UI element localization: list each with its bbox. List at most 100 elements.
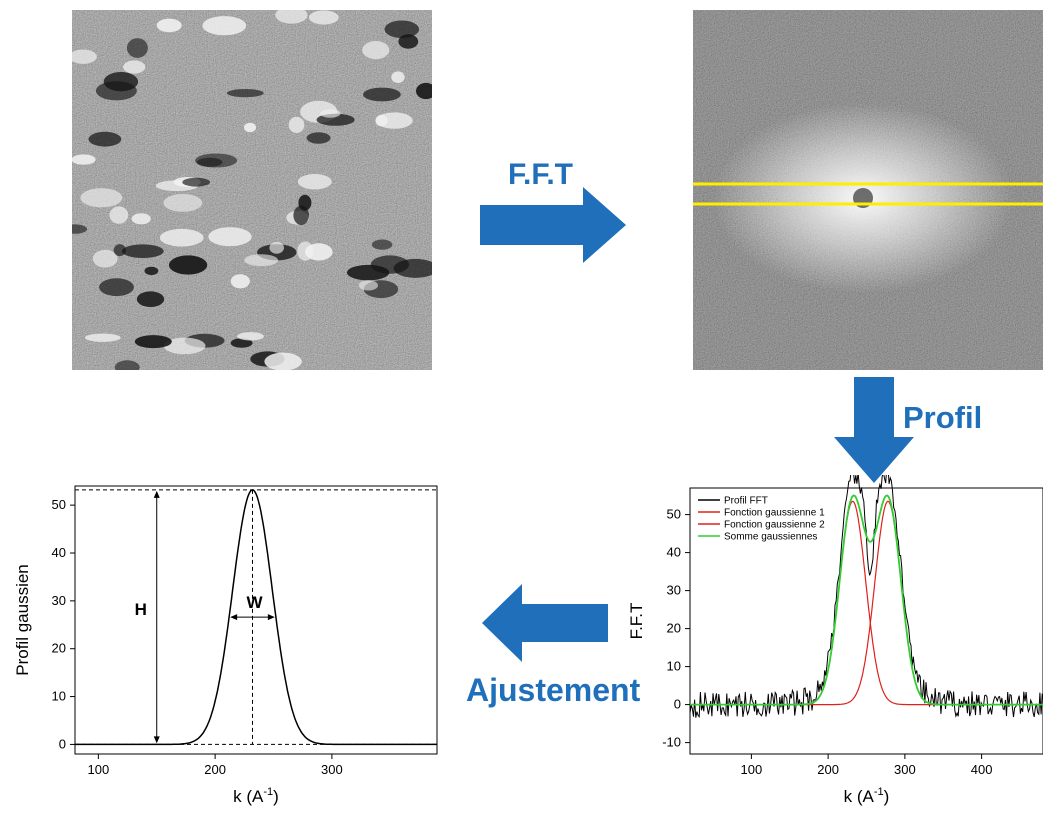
bright-domain (163, 337, 206, 355)
bright-domain (237, 332, 264, 341)
y-tick-label: -10 (662, 735, 681, 750)
x-tick-label: 400 (971, 762, 993, 777)
plot-frame (74, 485, 438, 755)
fft-profile-chart: 100 200 300 400 -10 0 10 20 30 40 50 k (A-1) F.F.T Pr… (620, 465, 1043, 814)
dark-domain (230, 338, 253, 348)
profil-fft-curve (689, 465, 1043, 718)
bright-domain (163, 194, 203, 212)
y-tick-label: 40 (52, 545, 66, 560)
dark-domain (298, 194, 312, 211)
dark-domain (306, 132, 331, 144)
dark-domain (144, 266, 159, 276)
x-tick-label: 300 (321, 762, 343, 777)
bright-domain (156, 18, 182, 33)
h-label: H (135, 600, 147, 619)
bright-domain (230, 274, 250, 289)
y-tick-label: 30 (667, 583, 681, 598)
w-label: W (246, 593, 263, 612)
legend-label: Somme gaussiennes (724, 532, 817, 543)
real-space-image (62, 6, 438, 375)
legend-label: Fonction gaussienne 2 (724, 520, 825, 531)
dark-domain (182, 177, 211, 187)
bright-domain (308, 10, 339, 25)
w-arrow-head-left (230, 614, 238, 621)
x-tick-label: 300 (894, 762, 916, 777)
dark-domain (416, 82, 436, 100)
bright-domain (297, 174, 332, 190)
sum-gaussians-curve (690, 494, 1043, 706)
y-axis-label: F.F.T (627, 603, 646, 640)
y-tick-label: 10 (52, 689, 66, 704)
y-axis-label: Profil gaussien (13, 564, 32, 676)
dark-domain (99, 278, 134, 297)
plot-frame (689, 487, 1043, 755)
profil-arrow-label: Profil (903, 400, 983, 435)
dark-domain (371, 239, 393, 250)
gaussian-profile-chart: 100 200 300 0 10 20 30 40 50 k (A-1) Profil gaussi… (0, 475, 445, 814)
w-arrow-head-right (267, 614, 275, 621)
dark-domain (134, 335, 172, 349)
y-tick-label: 50 (52, 497, 66, 512)
bright-domain (243, 122, 257, 133)
dark-domain (168, 255, 208, 275)
bright-domain (264, 352, 302, 371)
ajustement-arrow-label: Ajustement (466, 672, 641, 708)
bright-domain (159, 228, 204, 247)
bright-domain (71, 154, 96, 165)
dark-domain (121, 244, 164, 258)
x-tick-label: 200 (817, 762, 839, 777)
x-tick-label: 200 (204, 762, 226, 777)
real-space-image-svg (62, 6, 438, 375)
dark-domain (136, 291, 165, 308)
dark-domain (88, 131, 122, 147)
x-axis-label: k (A-1) (844, 786, 890, 806)
bright-domain (358, 280, 378, 291)
h-arrow-head-bottom (153, 736, 160, 744)
y-tick-label: 40 (667, 545, 681, 560)
domain-blobs (62, 6, 438, 375)
fft-arrow-label: F.F.T (508, 158, 573, 191)
bright-domain (202, 16, 247, 36)
legend-label: Profil FFT (724, 496, 768, 507)
legend-label: Fonction gaussienne 1 (724, 508, 825, 519)
bright-domain (297, 241, 314, 261)
bright-domain (208, 227, 252, 247)
dark-domain (103, 72, 139, 92)
dark-domain (363, 87, 401, 102)
bright-domain (288, 116, 305, 133)
ajustement-arrow (480, 582, 610, 664)
fft-image-svg (693, 10, 1043, 370)
x-tick-label: 100 (741, 762, 763, 777)
y-tick-label: 0 (59, 736, 66, 751)
bright-domain (362, 41, 390, 60)
bright-domain (123, 60, 146, 74)
bright-domain (84, 333, 121, 342)
bright-domain (320, 109, 341, 118)
dark-domain (384, 20, 420, 39)
bright-domain (244, 254, 279, 267)
y-tick-label: 20 (667, 621, 681, 636)
y-tick-label: 50 (667, 507, 681, 522)
bright-domain (375, 112, 413, 129)
h-arrow-head-top (153, 490, 160, 498)
y-tick-label: 10 (667, 659, 681, 674)
bright-domain (92, 249, 118, 268)
dark-domain (346, 264, 390, 281)
y-tick-label: 30 (52, 593, 66, 608)
fft-arrow (478, 185, 628, 265)
dark-domain (393, 258, 438, 278)
bright-domain (275, 6, 308, 24)
profil-arrow (832, 375, 916, 485)
fft-image (693, 10, 1043, 370)
bright-domain (269, 241, 284, 254)
x-tick-label: 100 (88, 762, 110, 777)
bright-domain (131, 213, 151, 225)
bright-domain (109, 206, 129, 224)
y-tick-label: 0 (674, 697, 681, 712)
dark-domain (226, 89, 264, 98)
dark-domain (126, 38, 148, 58)
bright-domain (80, 188, 123, 208)
x-axis-label: k (A-1) (233, 786, 279, 806)
bright-domain (69, 49, 97, 64)
y-tick-label: 20 (52, 641, 66, 656)
